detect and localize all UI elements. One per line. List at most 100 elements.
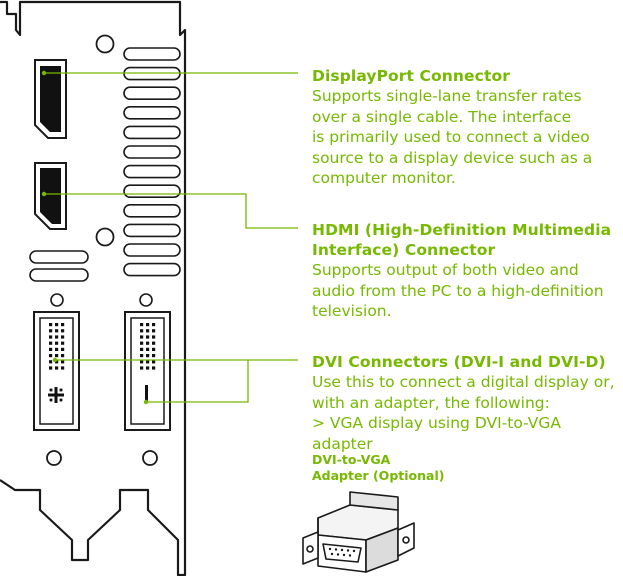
dvi-pin — [140, 354, 144, 358]
dvi-analog-pin — [59, 398, 63, 402]
dvi-analog-pin — [49, 398, 53, 402]
dvi-description-line-3: > VGA display using DVI-to-VGA adapter — [312, 414, 561, 453]
adapter-title-line-2: Adapter (Optional) — [312, 468, 445, 483]
adapter-callout: DVI-to-VGA Adapter (Optional) — [312, 452, 444, 484]
dvi-d-connector — [124, 311, 171, 431]
vent-slot — [123, 184, 181, 198]
dvi-pin — [140, 335, 144, 339]
dvi-left-callout-dot — [52, 357, 58, 363]
dvi-pin — [152, 335, 156, 339]
dvi-pin — [55, 329, 59, 333]
adapter-title-line-1: DVI-to-VGA — [312, 452, 391, 467]
hdmi-description-line-1: Supports output of both video and — [312, 261, 579, 279]
mounting-hole-top — [95, 34, 115, 54]
dvi-pin — [61, 360, 65, 364]
vent-slot — [123, 106, 181, 120]
displayport-description-line-5: computer monitor. — [312, 169, 456, 187]
dvi-pin — [61, 329, 65, 333]
vent-slots — [29, 47, 181, 282]
dvi-pin — [61, 354, 65, 358]
dvi-pin — [140, 329, 144, 333]
mounting-hole-middle — [95, 227, 115, 247]
dvi-pin — [140, 341, 144, 345]
dvi-pin — [55, 323, 59, 327]
dvi-pin — [55, 335, 59, 339]
dvi-pin — [140, 323, 144, 327]
dvi-to-vga-adapter-illustration — [302, 491, 415, 573]
dvi-callout-line-right — [146, 360, 249, 403]
dvi-pin — [146, 329, 150, 333]
displayport-description-line-1: Supports single-lane transfer rates — [312, 87, 582, 105]
hdmi-callout-line — [44, 193, 298, 229]
vent-slot — [123, 243, 181, 257]
dvi-pin — [140, 347, 144, 351]
vent-slot — [123, 86, 181, 100]
mounting-hole-right-small — [139, 293, 153, 307]
dvi-pin — [146, 354, 150, 358]
dvi-pin — [61, 347, 65, 351]
dvi-pin — [152, 341, 156, 345]
dvi-i-connector — [33, 311, 80, 431]
vent-slot — [123, 125, 181, 140]
dvi-pin — [152, 360, 156, 364]
dvi-callout: DVI Connectors (DVI-I and DVI-D) Use thi… — [312, 352, 623, 454]
dvi-pin — [152, 329, 156, 333]
vent-slot — [123, 164, 181, 179]
callout-dots — [41, 70, 149, 405]
dvi-pin — [146, 347, 150, 351]
dvi-pin — [152, 323, 156, 327]
hdmi-connector — [34, 162, 67, 230]
dvi-pin — [152, 354, 156, 358]
dvi-pin — [146, 366, 150, 370]
vent-slot — [123, 145, 181, 159]
vent-slot — [29, 250, 89, 264]
displayport-description-line-2: over a single cable. The interface — [312, 107, 572, 126]
dvi-pin — [140, 366, 144, 370]
dvi-analog-blade — [48, 393, 64, 397]
dvi-analog-pin — [59, 388, 63, 392]
displayport-description-line-4: source to a display device such as a — [312, 148, 593, 167]
dvi-pin — [55, 360, 59, 364]
dvi-pin — [49, 335, 53, 339]
displayport-title: DisplayPort Connector — [312, 67, 510, 85]
vent-slot — [123, 223, 181, 238]
mounting-hole-bottom-left — [46, 450, 62, 466]
vent-slot — [123, 47, 181, 61]
vent-slot — [123, 262, 181, 277]
displayport-description-line-3: is primarily used to connect a video — [312, 128, 590, 146]
dvi-pin — [49, 354, 53, 358]
vent-slot — [29, 268, 89, 282]
vent-slot — [123, 204, 181, 218]
dvi-pin — [152, 366, 156, 370]
dvi-pin — [49, 341, 53, 345]
hdmi-description-line-3: television. — [312, 302, 392, 320]
dvi-pin — [61, 366, 65, 370]
dvi-right-callout-dot — [143, 399, 149, 405]
dvi-pin — [55, 341, 59, 345]
dvi-pin — [146, 335, 150, 339]
hdmi-title-line-2: Interface) Connector — [312, 241, 496, 259]
dvi-description-line-1: Use this to connect a digital display or… — [312, 373, 615, 391]
dvi-title: DVI Connectors (DVI-I and DVI-D) — [312, 353, 606, 371]
dvi-ground-blade — [145, 385, 148, 401]
dvi-pin — [152, 347, 156, 351]
dvi-pin — [49, 366, 53, 370]
dvi-pin — [55, 366, 59, 370]
mounting-hole-left-small — [50, 293, 64, 307]
dvi-pin — [61, 323, 65, 327]
hdmi-title-line-1: HDMI (High-Definition Multimedia — [312, 221, 612, 239]
dvi-description-line-2: with an adapter, the following: — [312, 393, 550, 412]
dvi-pin — [146, 341, 150, 345]
dvi-pin — [49, 329, 53, 333]
displayport-callout: DisplayPort Connector Supports single-la… — [312, 66, 592, 189]
dvi-pin — [49, 323, 53, 327]
dvi-analog-pin — [49, 388, 53, 392]
displayport-connector — [34, 59, 67, 139]
dvi-pin — [61, 335, 65, 339]
dvi-pin — [49, 347, 53, 351]
dvi-pin — [146, 323, 150, 327]
dvi-pin — [61, 341, 65, 345]
dvi-pin — [55, 354, 59, 358]
dvi-pin — [146, 360, 150, 364]
